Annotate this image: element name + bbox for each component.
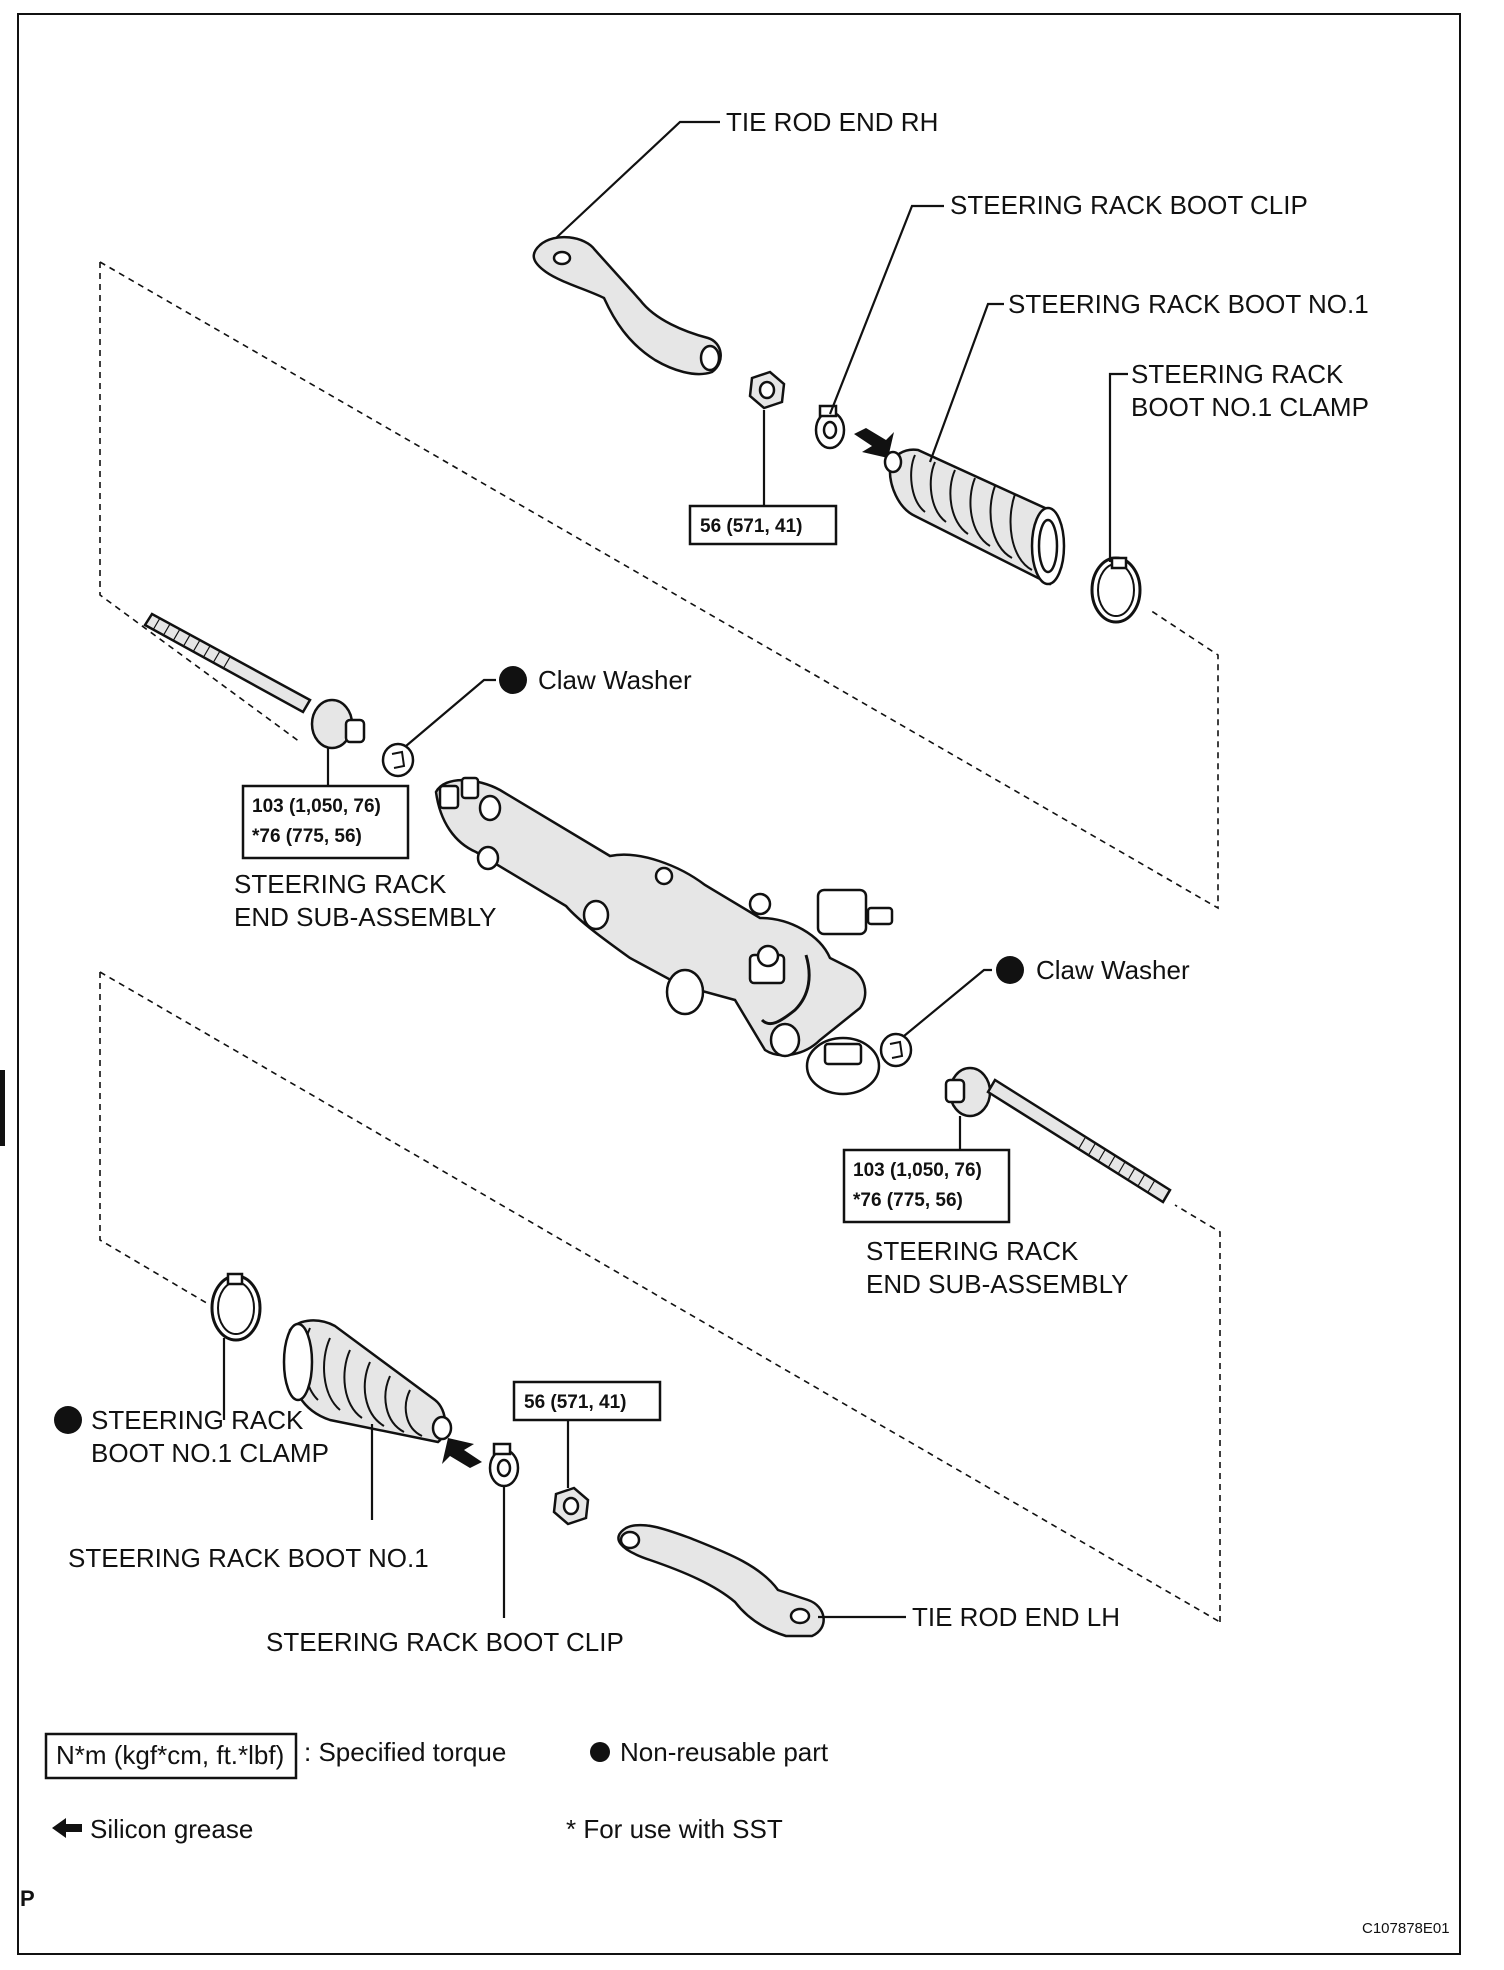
label-tie-rod-end-lh: TIE ROD END LH: [912, 1602, 1120, 1632]
label-claw-washer-right: Claw Washer: [1036, 955, 1190, 985]
legend-grease-arrow: [52, 1818, 82, 1838]
legend-non-reusable-dot: [590, 1742, 610, 1762]
tie-rod-end-rh: [532, 235, 722, 376]
label-rack-end-right-2: END SUB-ASSEMBLY: [866, 1269, 1128, 1299]
label-rack-end-left-1: STEERING RACK: [234, 869, 447, 899]
label-boot-clamp-top-2: BOOT NO.1 CLAMP: [1131, 392, 1369, 422]
legend-sst-note: * For use with SST: [566, 1814, 783, 1844]
upper-assembly-outline: [99, 261, 1219, 910]
leader-boot-clip-top: [828, 204, 944, 415]
label-boot-no1-bottom: STEERING RACK BOOT NO.1: [68, 1543, 429, 1573]
legend-non-reusable: Non-reusable part: [620, 1737, 829, 1767]
torque-rack-end-left-1: 103 (1,050, 76): [252, 796, 381, 817]
tie-rod-end-lh: [617, 1523, 825, 1638]
rack-end-right: [944, 1066, 1172, 1204]
leader-boot-clamp-top: [1108, 372, 1128, 562]
legend-torque-box: [44, 1732, 298, 1780]
torque-rack-end-right-2: *76 (775, 56): [853, 1190, 963, 1211]
diagram-frame: [17, 13, 1461, 1955]
boot-clamp-top: [1090, 556, 1142, 624]
rack-boot-no1-top: [883, 448, 1066, 586]
boot-clip-bottom: [488, 1442, 520, 1488]
torque-box-rack-end-right: [842, 1148, 1011, 1224]
torque-rack-end-left-2: *76 (775, 56): [252, 826, 362, 847]
leader-claw-washer-right: [903, 968, 992, 1037]
label-rack-end-left-2: END SUB-ASSEMBLY: [234, 902, 496, 932]
legend-silicon-grease: Silicon grease: [90, 1814, 253, 1844]
torque-nut-bottom: 56 (571, 41): [524, 1392, 626, 1413]
torque-box-rack-end-left: [241, 784, 410, 860]
grease-arrow-bottom: [442, 1438, 482, 1468]
legend-torque-desc: : Specified torque: [304, 1737, 506, 1767]
torque-box-nut-bottom: [512, 1380, 662, 1422]
castle-nut-bottom: [552, 1486, 590, 1526]
footer-left-mark: P: [20, 1886, 35, 1911]
boot-clip-top: [814, 404, 846, 450]
legend: N*m (kgf*cm, ft.*lbf) : Specified torque…: [44, 1732, 829, 1844]
label-boot-clip-bottom: STEERING RACK BOOT CLIP: [266, 1627, 624, 1657]
rack-boot-no1-bottom: [282, 1319, 453, 1444]
lower-assembly-outline: [99, 971, 1221, 1623]
label-boot-clip-top: STEERING RACK BOOT CLIP: [950, 190, 1308, 220]
label-tie-rod-end-rh: TIE ROD END RH: [726, 107, 938, 137]
label-claw-washer-left: Claw Washer: [538, 665, 692, 695]
torque-rack-end-right-1: 103 (1,050, 76): [853, 1160, 982, 1181]
torque-box-nut-top: [688, 504, 838, 546]
leader-claw-washer-left: [405, 678, 496, 747]
leader-boot-no1-top: [928, 302, 1004, 463]
label-boot-no1-top: STEERING RACK BOOT NO.1: [1008, 289, 1369, 319]
left-margin-mark: [0, 1070, 5, 1146]
claw-washer-right: [879, 1032, 913, 1068]
non-reusable-dot-clamp-bottom: [54, 1406, 82, 1434]
legend-torque-unit: N*m (kgf*cm, ft.*lbf): [56, 1740, 284, 1770]
non-reusable-dot-claw-left: [499, 666, 527, 694]
grease-arrow-top: [854, 428, 894, 458]
castle-nut-top: [748, 370, 786, 410]
label-boot-clamp-top-1: STEERING RACK: [1131, 359, 1344, 389]
rack-end-left: [143, 612, 366, 750]
leader-tie-rod-rh: [555, 120, 720, 239]
claw-washer-left: [381, 742, 415, 778]
label-rack-end-right-1: STEERING RACK: [866, 1236, 1079, 1266]
steering-gear-housing: [434, 776, 894, 1096]
label-boot-clamp-bottom-1: STEERING RACK: [91, 1405, 304, 1435]
torque-nut-top: 56 (571, 41): [700, 516, 802, 537]
label-boot-clamp-bottom-2: BOOT NO.1 CLAMP: [91, 1438, 329, 1468]
figure-code: C107878E01: [1362, 1920, 1450, 1937]
non-reusable-dot-claw-right: [996, 956, 1024, 984]
boot-clamp-bottom: [210, 1272, 262, 1342]
